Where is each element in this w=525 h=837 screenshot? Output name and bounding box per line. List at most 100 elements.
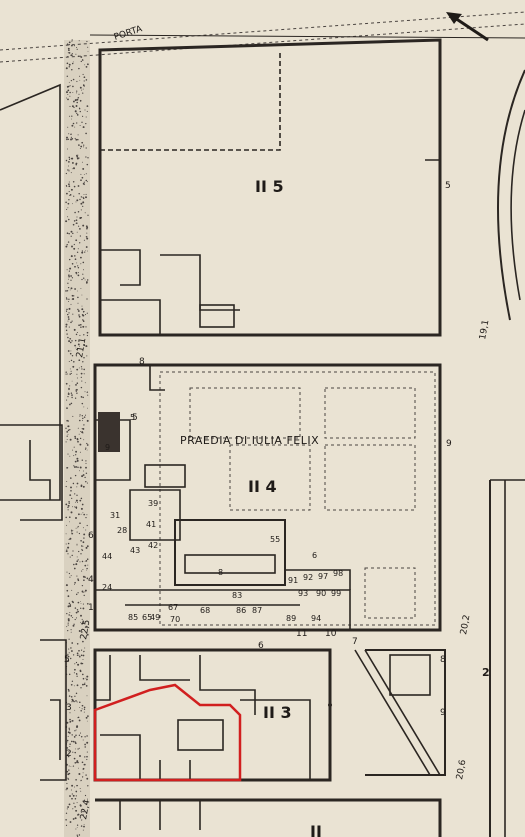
stipple-dot xyxy=(71,497,73,499)
stipple-dot xyxy=(68,690,70,692)
street-number: 5 xyxy=(445,181,451,191)
stipple-dot xyxy=(80,256,82,259)
stipple-dot xyxy=(79,522,81,524)
stipple-dot xyxy=(70,629,72,631)
stipple-dot xyxy=(85,716,88,719)
stipple-dot xyxy=(72,530,74,532)
stipple-dot xyxy=(73,167,75,170)
stipple-dot xyxy=(69,821,72,823)
stipple-dot xyxy=(67,629,69,632)
stipple-dot xyxy=(85,116,87,118)
stipple-dot xyxy=(65,584,68,587)
stipple-dot xyxy=(70,766,72,767)
stipple-dot xyxy=(87,214,89,216)
stipple-dot xyxy=(72,720,74,722)
stipple-dot xyxy=(84,212,86,214)
stipple-dot xyxy=(72,794,75,797)
stipple-dot xyxy=(66,244,68,246)
stipple-dot xyxy=(77,440,79,443)
stipple-dot xyxy=(66,62,69,65)
stipple-dot xyxy=(68,500,70,503)
stipple-dot xyxy=(75,593,78,596)
street-number: 3 xyxy=(66,703,72,713)
stipple-dot xyxy=(68,185,71,188)
stipple-dot xyxy=(76,377,78,379)
stipple-dot xyxy=(68,648,70,650)
stipple-dot xyxy=(82,88,84,90)
stipple-dot xyxy=(76,544,78,546)
stipple-dot xyxy=(75,527,77,529)
stipple-dot xyxy=(79,75,81,77)
stipple-dot xyxy=(66,192,68,195)
stipple-dot xyxy=(65,290,67,292)
stipple-dot xyxy=(65,185,68,187)
stipple-dot xyxy=(71,53,73,55)
stipple-dot xyxy=(76,47,78,48)
stipple-dot xyxy=(82,677,85,680)
stipple-dot xyxy=(79,242,81,244)
street-number: 7 xyxy=(352,637,358,647)
stipple-dot xyxy=(84,476,86,479)
stipple-dot xyxy=(87,63,89,66)
stipple-dot xyxy=(67,504,70,507)
stipple-dot xyxy=(87,407,89,409)
stipple-dot xyxy=(68,803,71,806)
stipple-dot xyxy=(77,248,79,250)
stipple-dot xyxy=(83,824,85,826)
stipple-dot xyxy=(68,392,69,393)
stipple-dot xyxy=(74,668,76,671)
stipple-dot xyxy=(68,181,70,183)
stipple-dot xyxy=(86,279,89,281)
stipple-dot xyxy=(76,98,79,101)
stipple-dot xyxy=(77,466,79,469)
stipple-dot xyxy=(83,173,85,175)
room-number: 43 xyxy=(130,546,140,555)
stipple-dot xyxy=(66,310,68,313)
street-number: 4 xyxy=(88,575,94,585)
stipple-dot xyxy=(71,793,73,795)
room-number: 28 xyxy=(117,526,127,535)
stipple-dot xyxy=(75,672,78,675)
stipple-dot xyxy=(82,261,85,264)
stipple-dot xyxy=(67,282,69,284)
stipple-dot xyxy=(66,407,68,409)
stipple-dot xyxy=(68,765,70,767)
stipple-dot xyxy=(84,64,86,66)
stipple-dot xyxy=(74,255,76,257)
stipple-dot xyxy=(74,493,76,495)
stipple-dot xyxy=(81,305,83,307)
stipple-dot xyxy=(86,735,88,737)
stipple-dot xyxy=(69,289,71,291)
stipple-dot xyxy=(69,556,71,558)
stipple-dot xyxy=(81,704,84,707)
stipple-dot xyxy=(86,758,88,761)
stipple-dot xyxy=(71,298,74,300)
stipple-dot xyxy=(68,43,70,46)
room-number: 87 xyxy=(252,606,262,615)
stipple-dot xyxy=(76,701,78,703)
stipple-dot xyxy=(76,609,79,611)
stipple-dot xyxy=(84,314,87,316)
stipple-dot xyxy=(68,673,71,676)
stipple-dot xyxy=(84,743,86,746)
stipple-dot xyxy=(81,141,84,144)
stipple-dot xyxy=(69,746,71,747)
room-number: 39 xyxy=(148,499,158,508)
stipple-dot xyxy=(71,245,73,248)
stipple-dot xyxy=(84,682,86,684)
room-number: 91 xyxy=(288,576,298,585)
stipple-dot xyxy=(75,110,77,112)
stipple-dot xyxy=(85,173,87,175)
stipple-dot xyxy=(67,731,70,734)
stipple-dot xyxy=(67,373,68,375)
stipple-dot xyxy=(71,69,73,71)
room-number: 42 xyxy=(148,541,158,550)
stipple-dot xyxy=(68,538,70,541)
stipple-dot xyxy=(66,208,68,210)
stipple-dot xyxy=(80,209,82,211)
stipple-dot xyxy=(82,772,84,774)
stipple-dot xyxy=(66,431,69,433)
stipple-dot xyxy=(68,199,70,201)
stipple-dot xyxy=(70,275,72,277)
stipple-dot xyxy=(82,654,85,657)
